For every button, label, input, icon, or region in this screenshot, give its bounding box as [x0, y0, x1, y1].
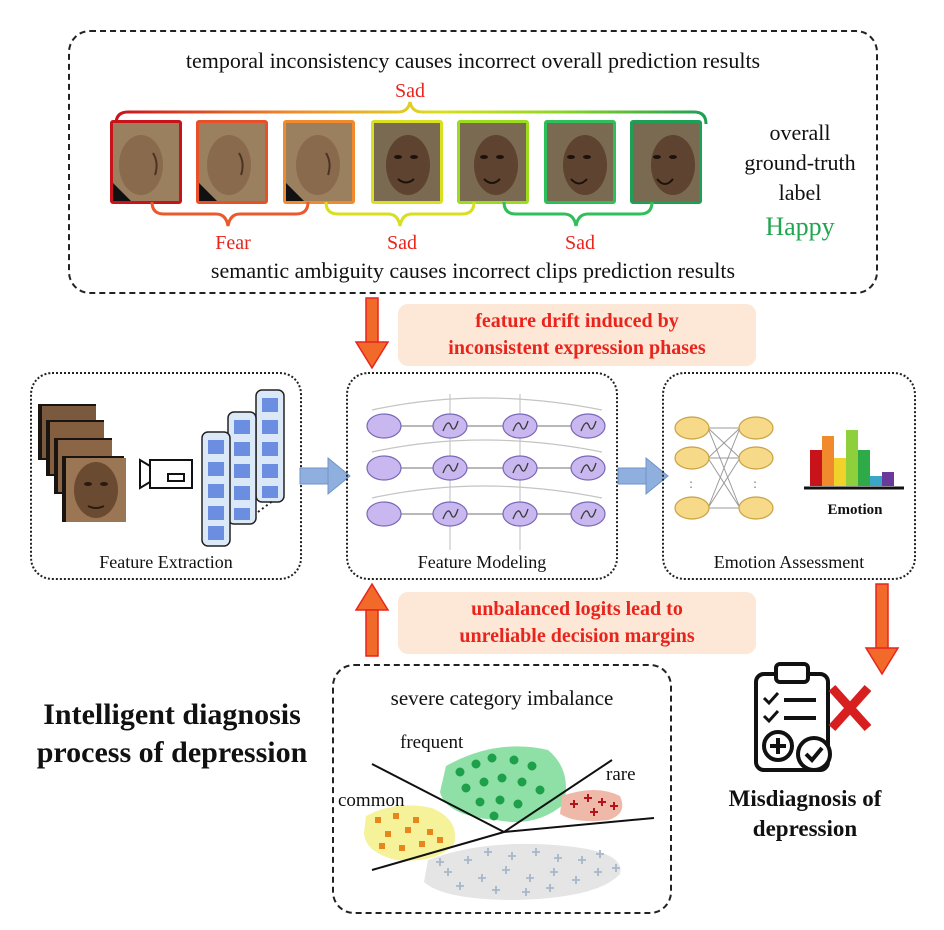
temporal-inconsistency-panel — [68, 30, 878, 294]
callout-drift-line-1: feature drift induced by — [475, 310, 679, 332]
clipboard-icon — [754, 662, 872, 772]
camera-icon — [139, 458, 193, 490]
model-node — [570, 501, 606, 527]
emotion-assessment-label: Emotion Assessment — [713, 552, 865, 572]
tail-cluster — [424, 843, 621, 900]
arrow-down-misdiagnosis — [864, 583, 900, 676]
video-frame-5 — [457, 120, 529, 204]
model-node — [366, 501, 402, 527]
top-panel-title: temporal inconsistency causes incorrect … — [185, 48, 761, 73]
arrow-modeling-to-assessment — [617, 456, 669, 496]
misdiagnosis-line-1: Misdiagnosis of — [728, 786, 882, 811]
gt-line-1: overall — [769, 120, 831, 145]
video-frame-7 — [630, 120, 702, 204]
gt-value-happy: Happy — [765, 212, 835, 241]
video-frame-6 — [544, 120, 616, 204]
clip-label-fear: Fear — [215, 232, 251, 254]
model-node — [432, 501, 468, 527]
main-title-line-2: process of depression — [36, 736, 308, 769]
callout-drift-line-2: inconsistent expression phases — [448, 337, 706, 359]
emotion-mlp-network: :: — [674, 416, 774, 520]
stacked-face-frames — [38, 404, 126, 522]
arrow-down-drift — [354, 297, 390, 370]
emotion-assessment-panel — [662, 372, 916, 580]
feature-extraction-label: Feature Extraction — [99, 552, 233, 572]
model-node — [366, 413, 402, 439]
label-rare: rare — [606, 764, 636, 785]
feature-columns-icon — [201, 389, 285, 547]
feature-modeling-network — [366, 394, 606, 550]
overall-bracket — [114, 101, 708, 125]
imbalance-title: severe category imbalance — [390, 686, 614, 710]
emotion-label: Emotion — [827, 502, 883, 518]
overall-prediction-label: Sad — [395, 80, 425, 102]
emotion-histogram — [804, 430, 904, 490]
video-frame-1 — [110, 120, 182, 204]
category-imbalance-panel — [332, 664, 672, 914]
label-frequent: frequent — [400, 732, 464, 753]
gt-line-3: label — [778, 180, 822, 205]
callout-logits-line-2: unreliable decision margins — [459, 625, 695, 647]
model-node — [570, 455, 606, 481]
rare-cluster — [560, 790, 623, 822]
model-node — [570, 413, 606, 439]
main-title-line-1: Intelligent diagnosis — [43, 698, 301, 731]
svg-text::: : — [689, 477, 693, 491]
feature-modeling-label: Feature Modeling — [417, 552, 547, 572]
clip-brackets — [150, 201, 654, 227]
callout-logits-line-1: unbalanced logits lead to — [471, 598, 683, 620]
model-node — [432, 413, 468, 439]
arrow-up-logits — [354, 582, 390, 657]
imbalance-scatter — [364, 746, 655, 900]
model-node — [502, 455, 538, 481]
mlp-node — [738, 416, 774, 440]
arrow-extraction-to-modeling — [299, 456, 351, 496]
gt-line-2: ground-truth — [744, 150, 856, 175]
top-panel-bottom-caption: semantic ambiguity causes incorrect clip… — [210, 258, 736, 283]
mlp-node — [674, 446, 710, 470]
clip-label-sad-1: Sad — [387, 232, 417, 254]
mlp-node — [674, 496, 710, 520]
video-frame-2 — [196, 120, 268, 204]
callout-unbalanced-logits: unbalanced logits lead to unreliable dec… — [398, 592, 756, 654]
video-frame-4 — [371, 120, 443, 204]
video-frame-3 — [283, 120, 355, 204]
label-common: common — [338, 790, 405, 811]
misdiagnosis-line-2: depression — [752, 816, 858, 841]
mlp-node — [674, 416, 710, 440]
model-node — [432, 455, 468, 481]
svg-text::: : — [753, 477, 757, 491]
model-node — [366, 455, 402, 481]
feature-modeling-panel — [346, 372, 618, 580]
model-node — [502, 501, 538, 527]
mlp-node — [738, 446, 774, 470]
model-node — [502, 413, 538, 439]
callout-feature-drift: feature drift induced by inconsistent ex… — [398, 304, 756, 366]
clip-label-sad-2: Sad — [565, 232, 595, 254]
mlp-node — [738, 496, 774, 520]
frequent-cluster — [440, 746, 566, 822]
